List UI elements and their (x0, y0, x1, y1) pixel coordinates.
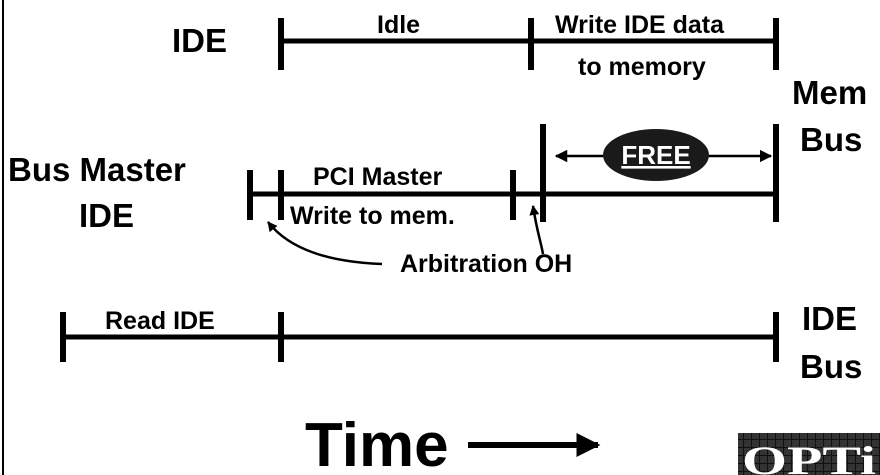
arbitration-oh-label: Arbitration OH (400, 250, 572, 278)
ide-bus-label-line1: IDE (802, 300, 857, 337)
ide-bus-label-line2: Bus (800, 348, 862, 385)
ide-write-segment-label-line1: Write IDE data (555, 11, 725, 39)
mem-bus-label-line2: Bus (800, 121, 862, 158)
pci-master-label-line1: PCI Master (313, 163, 442, 191)
arbitration-arrow-left (267, 221, 383, 266)
free-oval (603, 129, 709, 181)
ide-timeline (278, 18, 779, 70)
arbitration-arrow-right (529, 205, 545, 255)
opti-logo-text: OPTi (742, 438, 876, 475)
time-label: Time (305, 411, 449, 475)
ide-idle-segment-label: Idle (377, 11, 420, 39)
bus-master-timeline (247, 170, 776, 220)
mem-bus-free-span (540, 124, 779, 222)
ide-row-label: IDE (172, 22, 227, 59)
pci-master-label-line2: Write to mem. (290, 202, 455, 230)
mem-bus-label-line1: Mem (792, 74, 867, 111)
bus-master-label-line2: IDE (79, 197, 134, 234)
ide-write-segment-label-line2: to memory (578, 53, 706, 81)
free-label: FREE (621, 140, 690, 170)
bus-master-label-line1: Bus Master (8, 151, 186, 188)
read-ide-segment-label: Read IDE (105, 307, 215, 335)
ide-bus-timeline (60, 312, 779, 362)
opti-logo: OPTi (738, 433, 880, 475)
